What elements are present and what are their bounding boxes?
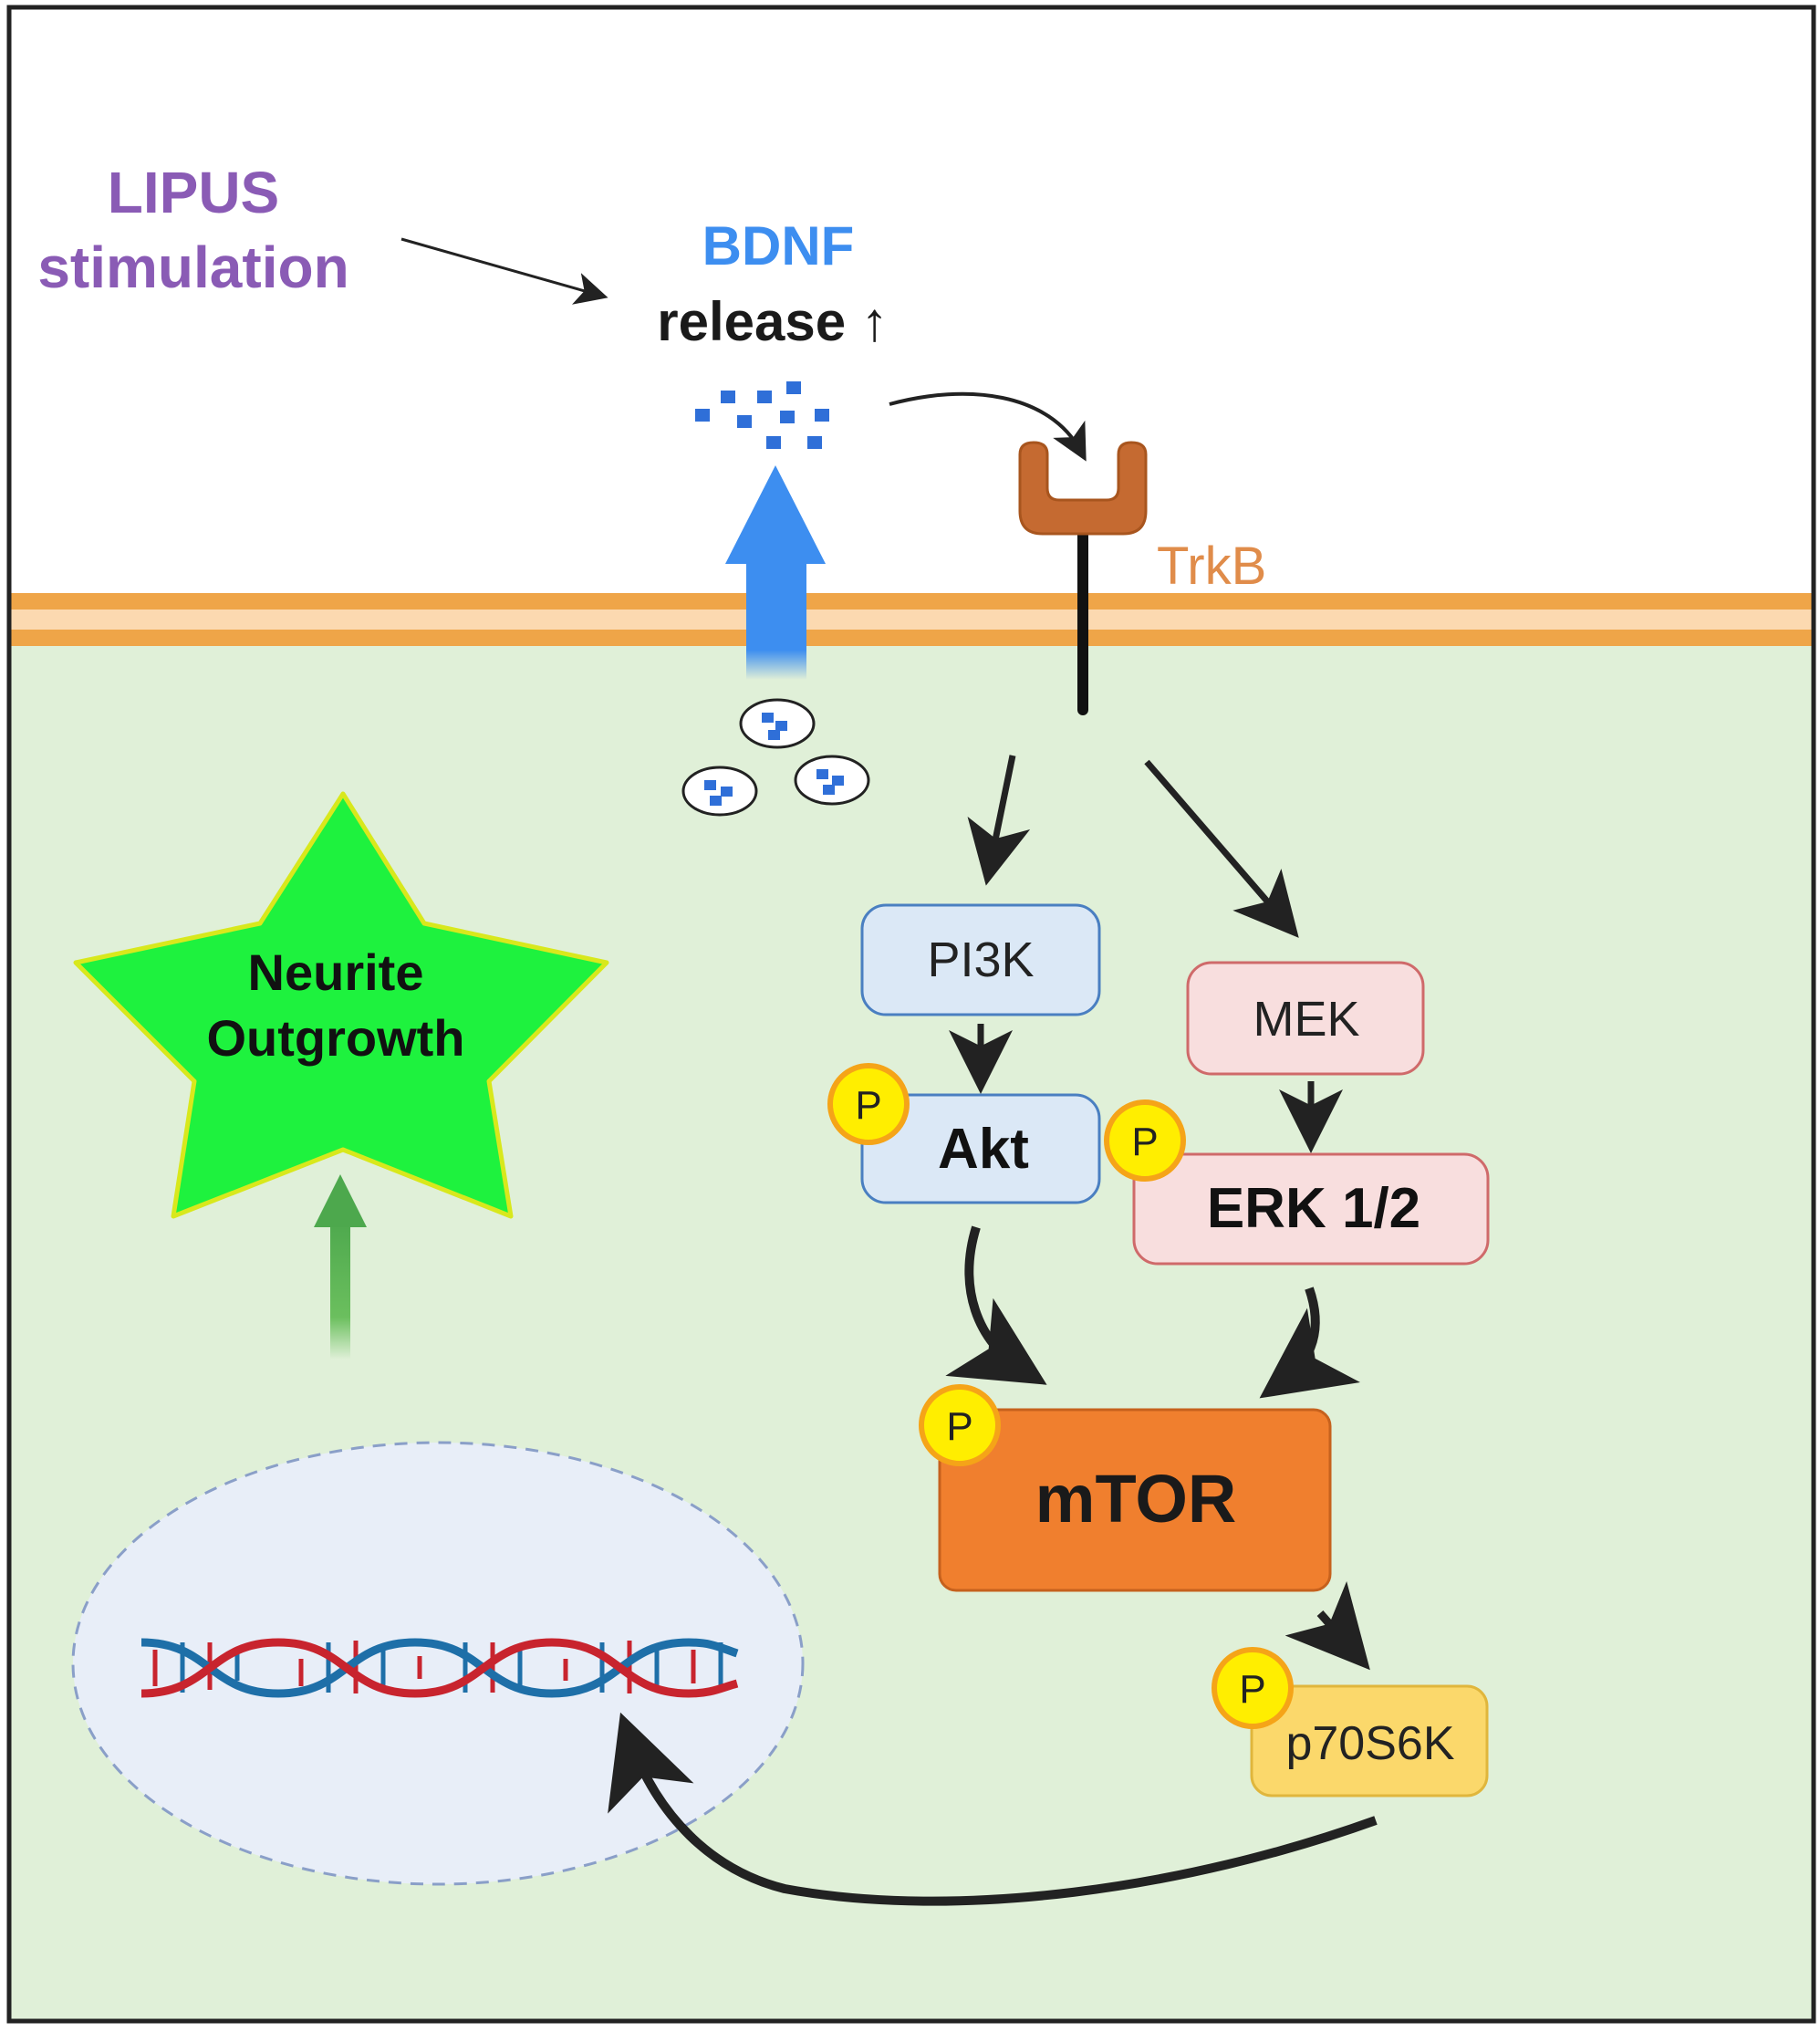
trkb-receptor (1018, 441, 1148, 715)
akt-node: Akt (860, 1093, 1101, 1204)
outgrowth-arrow (314, 1174, 367, 1360)
erk-label: ERK 1/2 (1207, 1177, 1420, 1240)
akt-label: Akt (938, 1118, 1029, 1181)
extracellular-space (9, 7, 1814, 610)
erk-to-mtor-arrow (1259, 1287, 1361, 1399)
mtor-phospho-badge: P (919, 1384, 1001, 1466)
trkb-to-pi3k-arrow (967, 755, 1031, 886)
mtor-node: mTOR (938, 1408, 1332, 1592)
mtor-to-p70s6k-arrow (1284, 1580, 1370, 1671)
release-label: release ↑ (657, 291, 889, 352)
bdnf-label: BDNF (702, 215, 855, 276)
p70s6k-label: p70S6K (1285, 1717, 1454, 1770)
figure-frame (6, 5, 1816, 2024)
bdnf-vesicles (681, 698, 870, 817)
erk-phospho-badge: P (1104, 1099, 1186, 1182)
pi3k-node: PI3K (860, 903, 1101, 1016)
dna-helix (140, 1638, 739, 1698)
stimulus-arrow (400, 237, 608, 305)
p70s6k-to-nucleus-arrow (608, 1712, 1378, 1906)
akt-phospho-label: P (855, 1083, 881, 1128)
akt-phospho-badge: P (827, 1063, 910, 1145)
bdnf-to-trkb-arrow (889, 391, 1087, 462)
outgrowth-line1: Neurite (248, 943, 424, 1001)
stimulation-label: stimulation (37, 234, 348, 300)
mtor-phospho-label: P (946, 1404, 972, 1449)
p70s6k-phospho-badge: P (1212, 1647, 1294, 1729)
erk-phospho-label: P (1131, 1120, 1158, 1164)
trkb-label: TrkB (1157, 537, 1266, 596)
trkb-to-mek-arrow (1144, 759, 1299, 938)
akt-to-mtor-arrow (945, 1225, 1047, 1385)
mek-label: MEK (1253, 992, 1359, 1047)
mtor-label: mTOR (1035, 1461, 1237, 1537)
neurite-outgrowth-star: Neurite Outgrowth (73, 791, 609, 1219)
cell-membrane (9, 593, 1814, 646)
release-arrow (725, 465, 826, 680)
p70s6k-phospho-label: P (1239, 1667, 1265, 1712)
mek-node: MEK (1186, 961, 1425, 1076)
lipus-label: LIPUS (108, 160, 279, 225)
bdnf-molecules (695, 381, 829, 449)
p70s6k-node: p70S6K (1250, 1684, 1489, 1798)
pi3k-label: PI3K (927, 933, 1034, 987)
outgrowth-line2: Outgrowth (206, 1009, 464, 1067)
erk-node: ERK 1/2 (1132, 1152, 1490, 1266)
